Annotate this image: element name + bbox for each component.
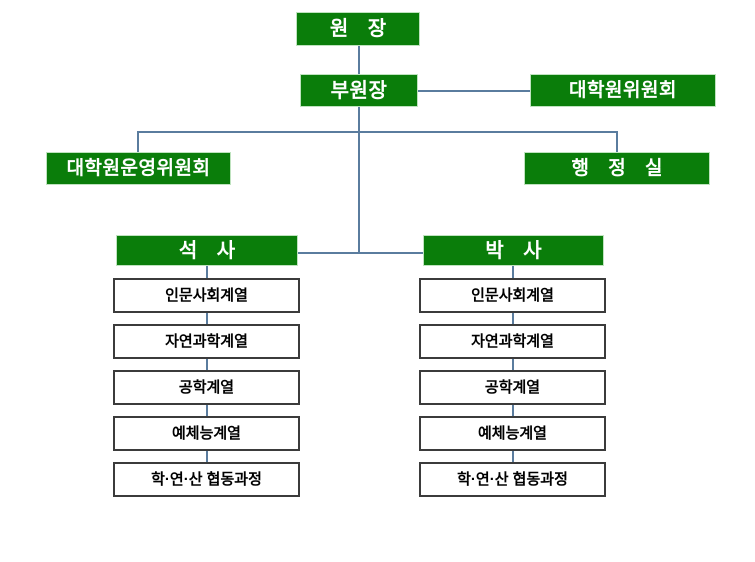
node-director[interactable]: 원 장 [296,12,420,46]
masters-program-label: 자연과학계열 [165,333,248,350]
masters-program-label: 예체능계열 [171,425,241,442]
node-doctorate[interactable]: 박 사 [423,235,604,266]
masters-program-item[interactable]: 공학계열 [113,370,300,405]
node-doctorate-label: 박 사 [485,239,549,262]
doctorate-program-label: 인문사회계열 [471,287,554,304]
doctorate-program-item[interactable]: 인문사회계열 [419,278,606,313]
node-operating-committee-label: 대학원운영위원회 [66,158,211,179]
node-graduate-committee[interactable]: 대학원위원회 [530,74,716,107]
doctorate-program-item[interactable]: 예체능계열 [419,416,606,451]
connector-committee-bus [137,131,618,133]
node-administration-office-label: 행 정 실 [571,158,670,179]
connector-vice-spine [358,107,360,253]
node-vice-director-label: 부원장 [330,79,388,102]
doctorate-program-label: 자연과학계열 [471,333,554,350]
masters-program-label: 학·연·산 협동과정 [151,471,262,488]
node-vice-director[interactable]: 부원장 [300,74,418,107]
doctorate-program-item[interactable]: 공학계열 [419,370,606,405]
connector-bus-to-administration [616,131,618,152]
connector-degree-bus [298,252,424,254]
connector-director-to-vice [358,46,360,74]
node-administration-office[interactable]: 행 정 실 [524,152,710,185]
masters-program-item[interactable]: 학·연·산 협동과정 [113,462,300,497]
connector-vice-to-graduate-committee [418,90,530,92]
masters-program-item[interactable]: 인문사회계열 [113,278,300,313]
node-graduate-committee-label: 대학원위원회 [569,80,677,101]
doctorate-program-label: 학·연·산 협동과정 [457,471,568,488]
doctorate-program-item[interactable]: 학·연·산 협동과정 [419,462,606,497]
masters-program-item[interactable]: 자연과학계열 [113,324,300,359]
node-director-label: 원 장 [329,18,394,40]
masters-program-item[interactable]: 예체능계열 [113,416,300,451]
doctorate-program-label: 공학계열 [484,379,541,396]
node-operating-committee[interactable]: 대학원운영위원회 [46,152,231,185]
doctorate-program-item[interactable]: 자연과학계열 [419,324,606,359]
connector-bus-to-operating-committee [137,131,139,152]
masters-program-label: 공학계열 [178,379,235,396]
doctorate-program-label: 예체능계열 [477,425,547,442]
node-masters-label: 석 사 [178,239,243,262]
masters-program-label: 인문사회계열 [165,287,248,304]
node-masters[interactable]: 석 사 [116,235,298,266]
